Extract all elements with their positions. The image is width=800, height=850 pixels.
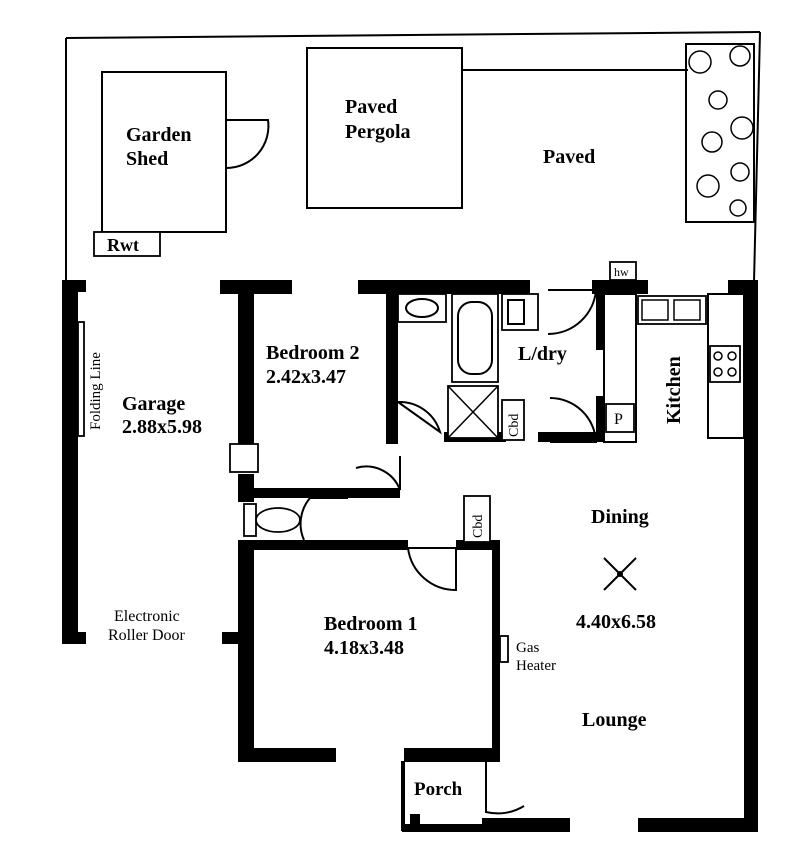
garden-shed — [93, 71, 270, 257]
cupboard-label: Cbd — [507, 414, 522, 437]
gas-heater — [499, 635, 509, 663]
kitchen-label: Kitchen — [663, 356, 685, 424]
lounge-label: Lounge — [582, 709, 647, 731]
gas-heater-label: Heater — [516, 658, 556, 674]
lounge-size: 4.40x6.58 — [576, 611, 656, 633]
roller-door-label: Electronic — [114, 608, 180, 625]
folding-line-label: Folding Line — [88, 352, 104, 430]
garden-shed-label: Garden — [126, 124, 192, 146]
pier — [229, 443, 259, 473]
gas-heater-label: Gas — [516, 640, 539, 656]
bedroom1-label: Bedroom 1 — [324, 613, 418, 635]
bedroom2-label: Bedroom 2 — [266, 342, 360, 364]
bedroom1-size: 4.18x3.48 — [324, 637, 404, 659]
ceiling-fan-icon — [603, 557, 637, 591]
bedroom2-size: 2.42x3.47 — [266, 366, 346, 388]
paved-pergola — [306, 47, 463, 209]
bathroom-fixtures — [397, 293, 539, 441]
laundry-label: L/dry — [518, 343, 567, 365]
pantry-label: P — [614, 411, 623, 428]
garden-shed-label: Shed — [126, 148, 168, 170]
porch-label: Porch — [414, 779, 463, 800]
toilet — [243, 503, 301, 537]
pergola-label: Pergola — [345, 121, 411, 143]
kitchen-fixtures — [603, 293, 745, 443]
hw-label: hw — [614, 265, 629, 279]
doors — [299, 289, 598, 815]
garage-size: 2.88x5.98 — [122, 416, 202, 438]
cupboard-label: Cbd — [471, 515, 486, 538]
yard-boundary — [65, 31, 761, 283]
pergola-label: Paved — [345, 96, 397, 118]
paved-label: Paved — [543, 146, 595, 168]
house-walls — [220, 280, 758, 832]
roller-door-label: Roller Door — [108, 627, 186, 644]
garage-label: Garage — [122, 393, 185, 415]
rwt-label: Rwt — [107, 235, 139, 255]
dining-label: Dining — [591, 506, 649, 528]
garden-bed — [685, 43, 755, 223]
garage-walls — [62, 280, 242, 644]
